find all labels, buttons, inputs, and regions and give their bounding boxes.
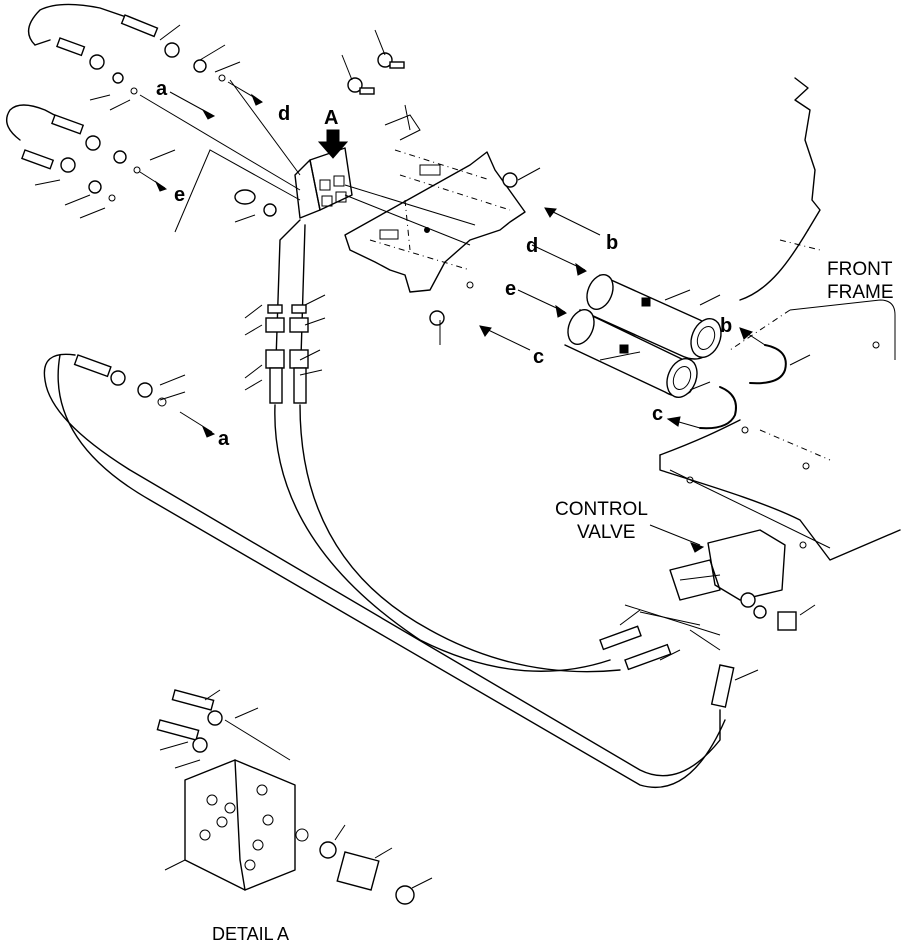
label-d-top: d [278,103,290,125]
front-frame-label-2: FRAME [827,282,894,303]
label-b-bracket: b [606,232,618,254]
tube-c [699,386,737,430]
detail-a-caption: DETAIL A [212,924,289,943]
hose-lower [43,353,735,789]
hose-middle [6,104,141,202]
detail-a-pointer-icon [317,129,349,159]
control-valve-label-2: VALVE [577,522,635,543]
label-d-accumulator: d [526,235,538,257]
front-frame [659,77,901,561]
hose-upper [27,3,226,95]
label-a-top: a [156,78,168,100]
label-a-lower: a [218,428,230,450]
accumulator-e [564,309,698,398]
accumulator-d [579,274,722,360]
flow-arrows [139,81,766,553]
bolts-top [347,52,518,326]
label-b-tube: b [720,315,732,337]
detail-a-view [156,689,415,905]
front-frame-label-1: FRONT [827,259,893,280]
detail-a-marker: A [324,107,338,129]
label-c-bracket: c [533,346,544,368]
label-e-left: e [174,184,185,206]
long-hoses [265,219,621,673]
tube-b [749,344,787,385]
label-e-accumulator: e [505,278,516,300]
manifold-block [294,147,353,219]
control-valve-label-1: CONTROL [555,499,648,520]
callout-leaders [34,24,816,889]
plug-fitting [234,189,277,217]
mounting-bracket [344,114,526,293]
label-c-tube: c [652,403,663,425]
control-valve [599,529,797,671]
